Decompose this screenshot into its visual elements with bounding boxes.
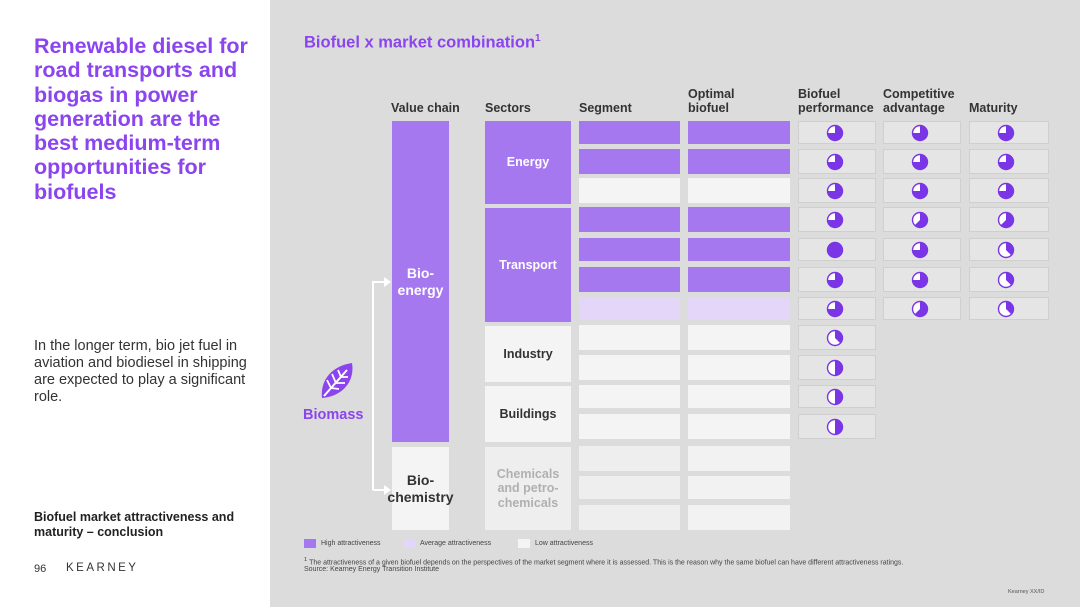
performance-rating-icon	[826, 211, 844, 228]
advantage-rating-icon	[911, 241, 929, 258]
segment-cell	[579, 446, 680, 471]
value-chain-biochemistry: Bio- chemistry	[387, 447, 454, 530]
performance-rating-icon	[826, 300, 844, 317]
legend-swatch-high	[304, 539, 316, 548]
legend-label-low: Low attractiveness	[535, 540, 593, 547]
slide-caption: Biofuel market attractiveness and maturi…	[34, 510, 235, 539]
segment-cell	[579, 476, 680, 499]
segment-cell	[579, 385, 680, 408]
maturity-rating-icon	[997, 241, 1015, 258]
advantage-rating-icon	[911, 271, 929, 288]
maturity-rating-icon	[997, 211, 1015, 228]
biofuel-cell	[688, 355, 790, 380]
advantage-rating-icon	[911, 124, 929, 141]
segment-cell	[579, 207, 680, 232]
performance-rating-icon	[826, 418, 844, 435]
performance-rating-icon	[826, 388, 844, 405]
legend-label-high: High attractiveness	[321, 540, 381, 547]
performance-rating-icon	[826, 153, 844, 170]
segment-cell	[579, 414, 680, 439]
biofuel-cell	[688, 325, 790, 350]
biofuel-cell	[688, 149, 790, 174]
performance-rating-icon	[826, 241, 844, 258]
copyright-note: Kearney XX/ID	[1008, 589, 1045, 595]
biofuel-cell	[688, 178, 790, 203]
header-sectors: Sectors	[485, 101, 531, 115]
advantage-rating-icon	[911, 211, 929, 228]
maturity-rating-icon	[997, 271, 1015, 288]
biofuel-cell	[688, 267, 790, 292]
sector-transport: Transport	[485, 208, 571, 322]
legend-swatch-low	[518, 539, 530, 548]
performance-rating-icon	[826, 271, 844, 288]
segment-cell	[579, 121, 680, 144]
biomass-leaf-icon	[314, 358, 360, 404]
sector-buildings: Buildings	[485, 386, 571, 442]
slide-headline: Renewable diesel for road transports and…	[34, 34, 248, 204]
chart-title: Biofuel x market combination1	[304, 33, 541, 52]
performance-rating-icon	[826, 359, 844, 376]
biofuel-cell	[688, 505, 790, 530]
biofuel-cell	[688, 238, 790, 261]
brand-logo: KEARNEY	[66, 562, 139, 574]
segment-cell	[579, 505, 680, 530]
sector-energy: Energy	[485, 121, 571, 204]
segment-cell	[579, 355, 680, 380]
value-chain-bioenergy: Bio- energy	[392, 121, 449, 442]
segment-cell	[579, 149, 680, 174]
performance-rating-icon	[826, 329, 844, 346]
header-value-chain: Value chain	[391, 101, 460, 115]
segment-cell	[579, 178, 680, 203]
segment-cell	[579, 297, 680, 320]
footnote: 1 The attractiveness of a given biofuel …	[304, 557, 904, 567]
biofuel-cell	[688, 414, 790, 439]
performance-rating-icon	[826, 124, 844, 141]
segment-cell	[579, 325, 680, 350]
advantage-rating-icon	[911, 182, 929, 199]
legend-label-average: Average attractiveness	[420, 540, 492, 547]
biofuel-cell	[688, 476, 790, 499]
left-panel: Renewable diesel for road transports and…	[0, 0, 270, 607]
maturity-rating-icon	[997, 153, 1015, 170]
biofuel-cell	[688, 207, 790, 232]
header-segment: Segment	[579, 101, 632, 115]
biofuel-cell	[688, 446, 790, 471]
advantage-rating-icon	[911, 153, 929, 170]
maturity-rating-icon	[997, 124, 1015, 141]
maturity-rating-icon	[997, 182, 1015, 199]
legend-swatch-average	[403, 539, 415, 548]
source-note: Source: Kearney Energy Transition Instit…	[304, 566, 440, 573]
biomass-label: Biomass	[303, 407, 364, 423]
header-maturity: Maturity	[969, 101, 1018, 115]
performance-rating-icon	[826, 182, 844, 199]
slide-subtext: In the longer term, bio jet fuel in avia…	[34, 338, 247, 405]
page-number: 96	[34, 563, 47, 575]
segment-cell	[579, 267, 680, 292]
biofuel-cell	[688, 385, 790, 408]
biofuel-cell	[688, 121, 790, 144]
biofuel-cell	[688, 297, 790, 320]
advantage-rating-icon	[911, 300, 929, 317]
sector-industry: Industry	[485, 326, 571, 382]
biomass-connector	[372, 277, 391, 495]
sector-chemicals: Chemicals and petro- chemicals	[485, 447, 571, 530]
maturity-rating-icon	[997, 300, 1015, 317]
segment-cell	[579, 238, 680, 261]
rating-box-advantage	[883, 149, 961, 174]
